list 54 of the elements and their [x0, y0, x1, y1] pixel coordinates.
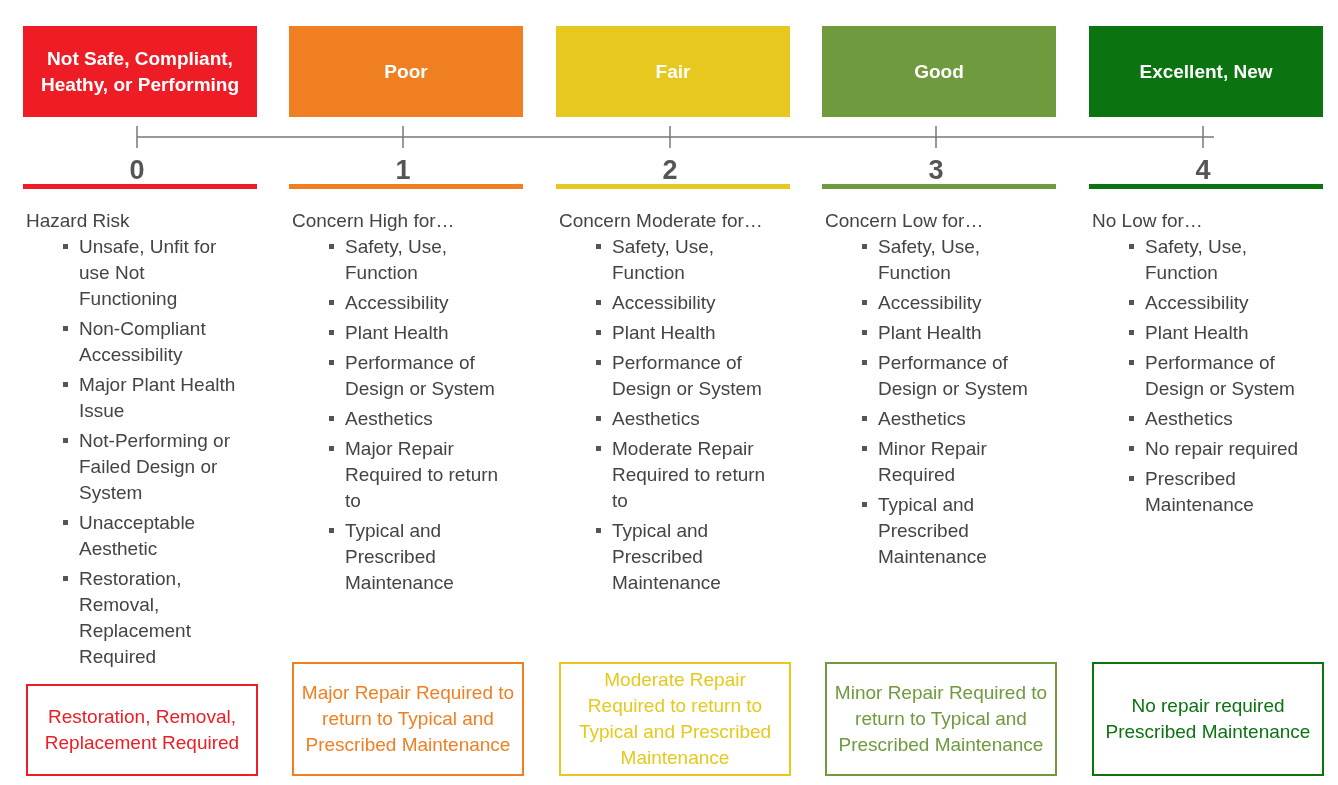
- list-item-text: Unacceptable Aesthetic: [79, 511, 197, 561]
- rating-header: Not Safe, Compliant, Heathy, or Performing: [23, 26, 257, 117]
- list-item-text: Restoration, Removal, Replacement Required: [79, 567, 192, 669]
- list-item-text: Safety, Use, Function: [612, 235, 716, 285]
- section-heading: Concern High for…: [292, 209, 455, 233]
- list-item-text: Accessibility: [612, 291, 717, 315]
- rating-number: 2: [661, 154, 679, 187]
- section-heading: Concern Low for…: [825, 209, 984, 233]
- list-item-text: Typical and Prescribed Maintenance: [878, 493, 988, 569]
- list-item-text: Typical and Prescribed Maintenance: [612, 519, 722, 595]
- list-item-text: Performance of Design or System: [878, 351, 1029, 401]
- list-item-text: Performance of Design or System: [345, 351, 496, 401]
- list-item-text: Aesthetics: [1145, 407, 1234, 431]
- list-item-text: Safety, Use, Function: [1145, 235, 1249, 285]
- section-heading: Hazard Risk: [26, 209, 130, 233]
- rating-number: 4: [1194, 154, 1212, 187]
- list-item-text: Unsafe, Unfit for use Not Functioning: [79, 235, 218, 311]
- list-item-text: Safety, Use, Function: [345, 235, 449, 285]
- list-item-text: Non-Compliant Accessibility: [79, 317, 207, 367]
- list-item-text: Not-Performing or Failed Design or System: [79, 429, 231, 505]
- rating-number: 1: [394, 154, 412, 187]
- section-heading: No Low for…: [1092, 209, 1203, 233]
- list-item-text: Plant Health: [1145, 321, 1250, 345]
- list-item-text: Plant Health: [878, 321, 983, 345]
- rating-header: Good: [822, 26, 1056, 117]
- list-item-text: Typical and Prescribed Maintenance: [345, 519, 455, 595]
- list-item-text: Minor Repair Required: [878, 437, 988, 487]
- list-item-text: Performance of Design or System: [1145, 351, 1296, 401]
- summary-box: Restoration, Removal, Replacement Required: [26, 684, 258, 776]
- list-item-text: Moderate Repair Required to return to: [612, 437, 767, 513]
- list-item-text: Major Repair Required to return to: [345, 437, 500, 513]
- list-item-text: Major Plant Health Issue: [79, 373, 237, 423]
- summary-box: No repair required Prescribed Maintenance: [1092, 662, 1324, 776]
- list-item-text: Performance of Design or System: [612, 351, 763, 401]
- list-item-text: Accessibility: [1145, 291, 1250, 315]
- list-item-text: No repair required: [1145, 437, 1300, 461]
- list-item-text: Accessibility: [878, 291, 983, 315]
- list-item-text: Prescribed Maintenance: [1145, 467, 1255, 517]
- rating-number: 0: [128, 154, 146, 187]
- list-item-text: Plant Health: [345, 321, 450, 345]
- list-item-text: Aesthetics: [612, 407, 701, 431]
- rating-header: Poor: [289, 26, 523, 117]
- list-item-text: Safety, Use, Function: [878, 235, 982, 285]
- list-item-text: Plant Health: [612, 321, 717, 345]
- rating-header: Fair: [556, 26, 790, 117]
- list-item-text: Accessibility: [345, 291, 450, 315]
- rating-number: 3: [927, 154, 945, 187]
- summary-box: Minor Repair Required to return to Typical and Prescribed Maintenance: [825, 662, 1057, 776]
- section-heading: Concern Moderate for…: [559, 209, 763, 233]
- rating-header: Excellent, New: [1089, 26, 1323, 117]
- summary-box: Moderate Repair Required to return to Typical and Prescribed Maintenance: [559, 662, 791, 776]
- summary-box: Major Repair Required to return to Typical and Prescribed Maintenance: [292, 662, 524, 776]
- list-item-text: Aesthetics: [345, 407, 434, 431]
- list-item-text: Aesthetics: [878, 407, 967, 431]
